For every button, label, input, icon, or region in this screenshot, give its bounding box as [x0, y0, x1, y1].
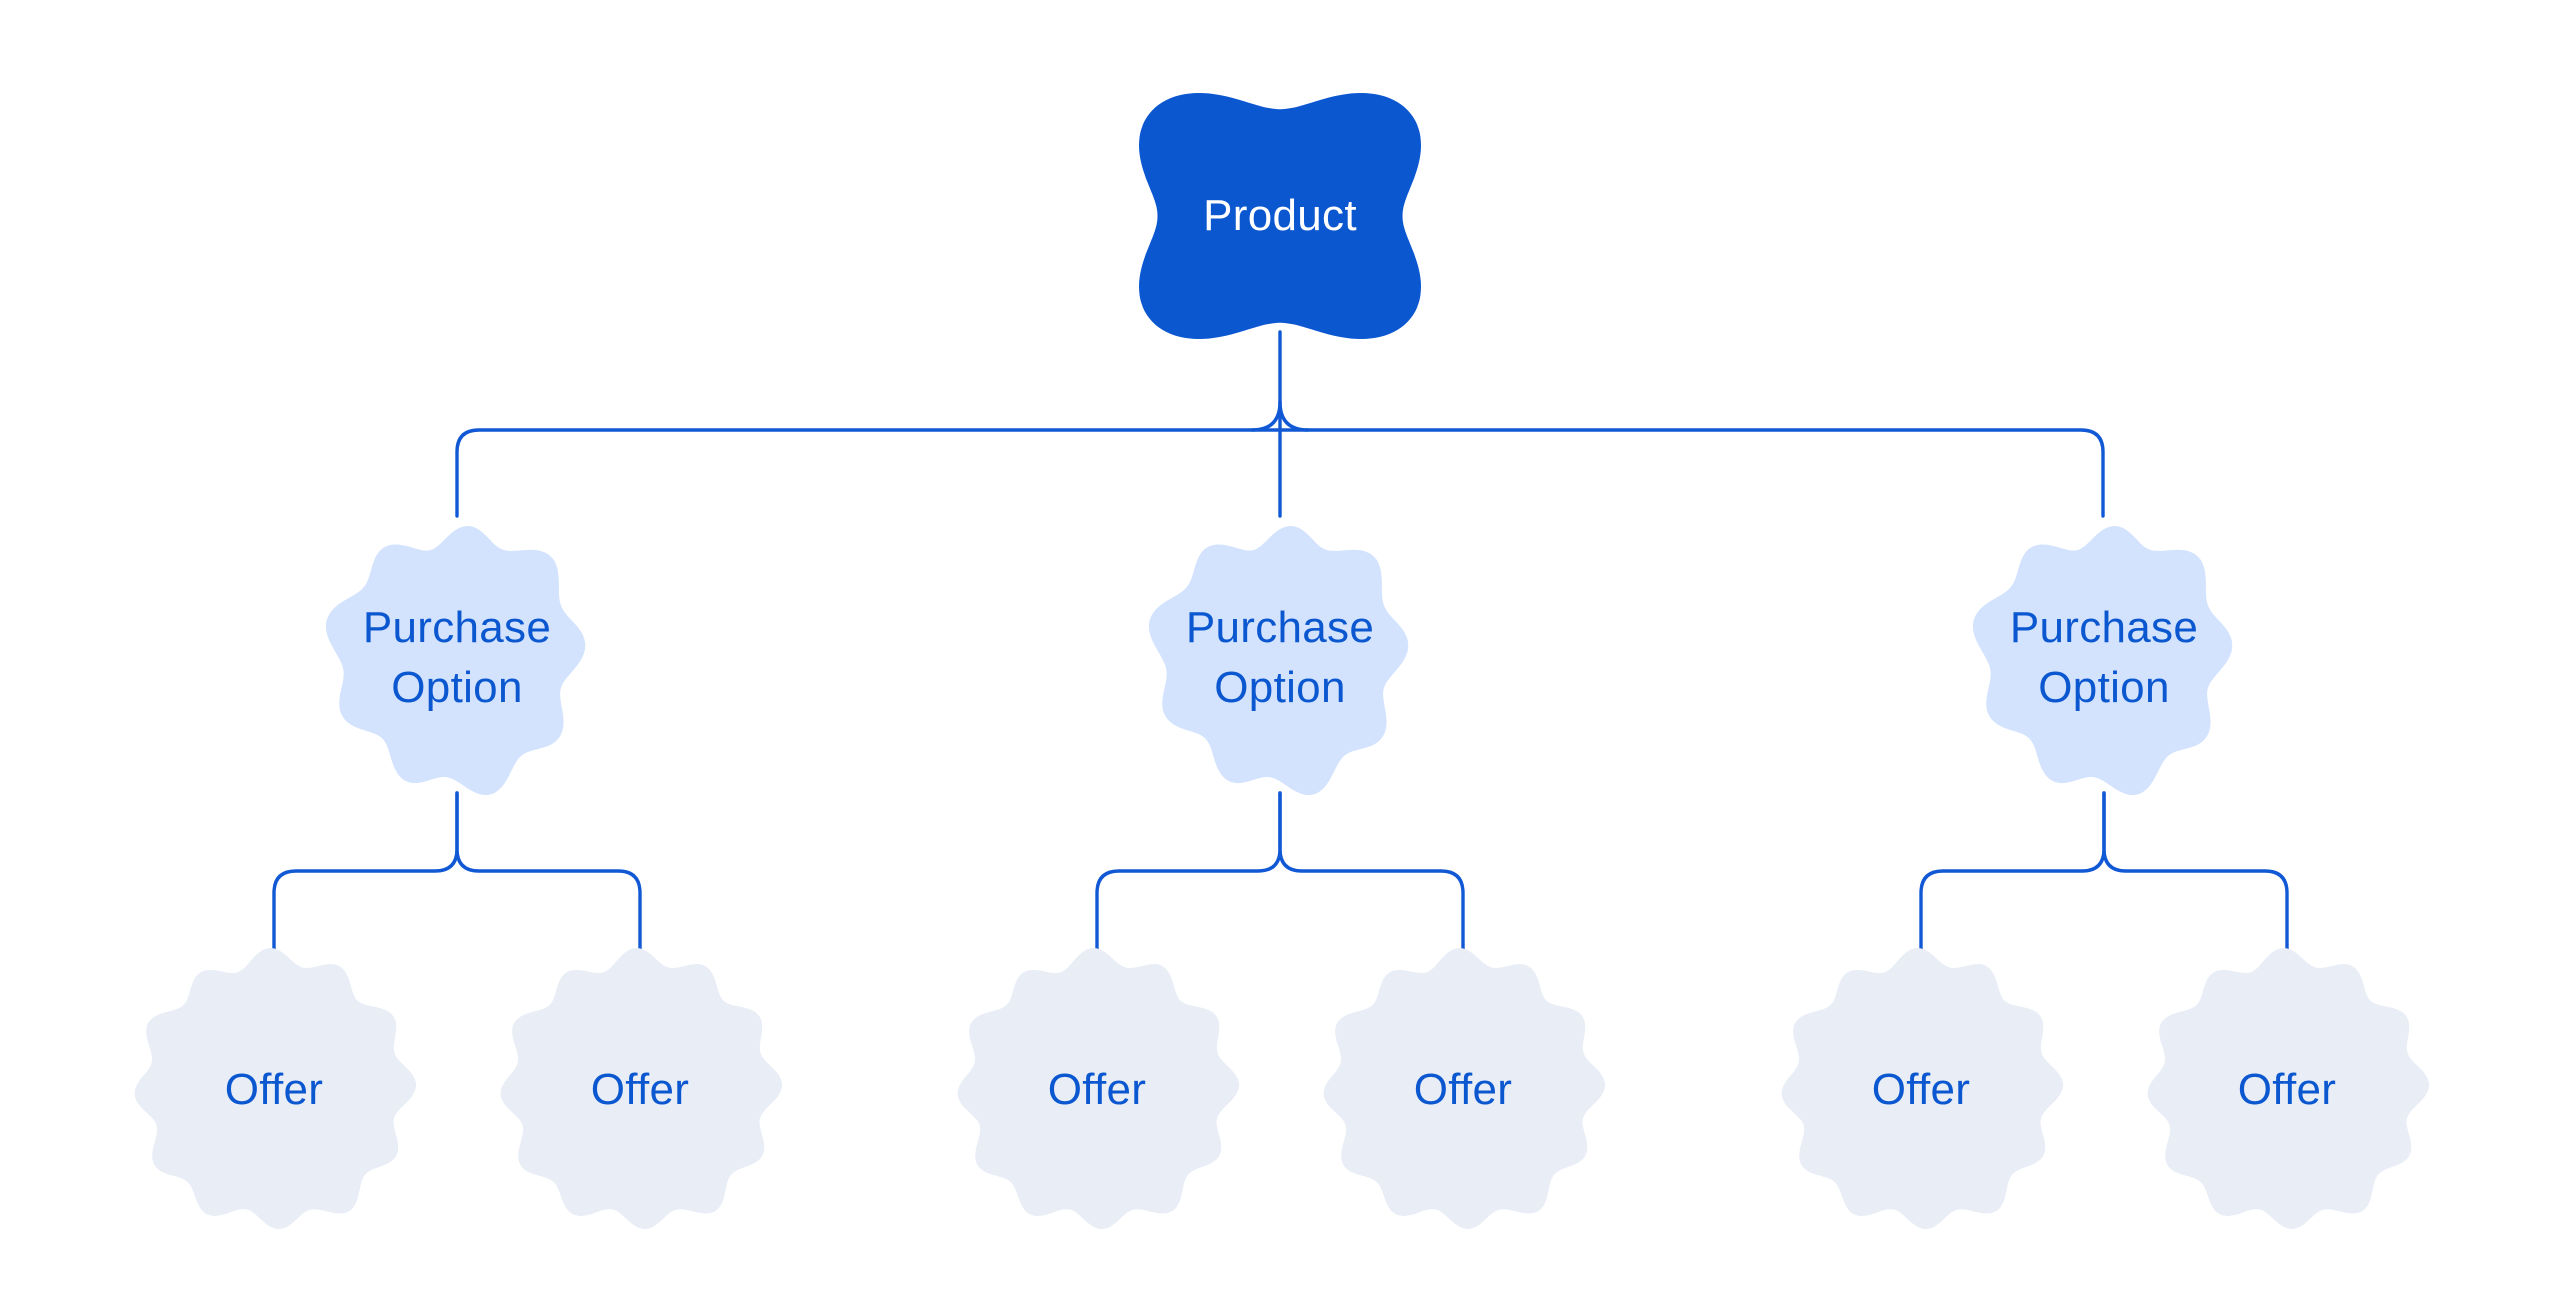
purchase-option-label: Purchase Option — [1185, 603, 1375, 712]
offer-label: Offer — [1413, 1065, 1513, 1114]
offer-label: Offer — [590, 1065, 690, 1114]
product-node: Product — [1139, 93, 1421, 339]
purchase-option-label: Purchase Option — [362, 603, 552, 712]
offer-blob-shape — [134, 948, 416, 1229]
offer-node-4: Offer — [1321, 948, 1605, 1232]
purchase-option-blob-shape — [326, 526, 586, 795]
offer-blob-shape — [2147, 948, 2429, 1229]
offer-node-1: Offer — [132, 948, 416, 1232]
offer-label: Offer — [2237, 1065, 2337, 1114]
offer-node-6: Offer — [2145, 948, 2429, 1232]
offer-node-2: Offer — [498, 948, 782, 1232]
purchase-option-node-3: Purchase Option — [1973, 521, 2235, 795]
offer-blob-shape — [957, 948, 1239, 1229]
purchase-option-blob-shape — [1149, 526, 1409, 795]
purchase-option-node-1: Purchase Option — [326, 521, 588, 795]
offer-blob-shape — [500, 948, 782, 1229]
offer-node-3: Offer — [955, 948, 1239, 1232]
product-blob-shape — [1139, 93, 1421, 339]
purchase-option-label: Purchase Option — [2009, 603, 2199, 712]
purchase-option-node-2: Purchase Option — [1149, 521, 1411, 795]
offer-label: Offer — [224, 1065, 324, 1114]
offer-node-5: Offer — [1779, 948, 2063, 1232]
offer-label: Offer — [1871, 1065, 1971, 1114]
offer-blob-shape — [1781, 948, 2063, 1229]
product-label: Product — [1203, 191, 1357, 240]
purchase-option-blob-shape — [1973, 526, 2233, 795]
offer-label: Offer — [1047, 1065, 1147, 1114]
offer-blob-shape — [1323, 948, 1605, 1229]
